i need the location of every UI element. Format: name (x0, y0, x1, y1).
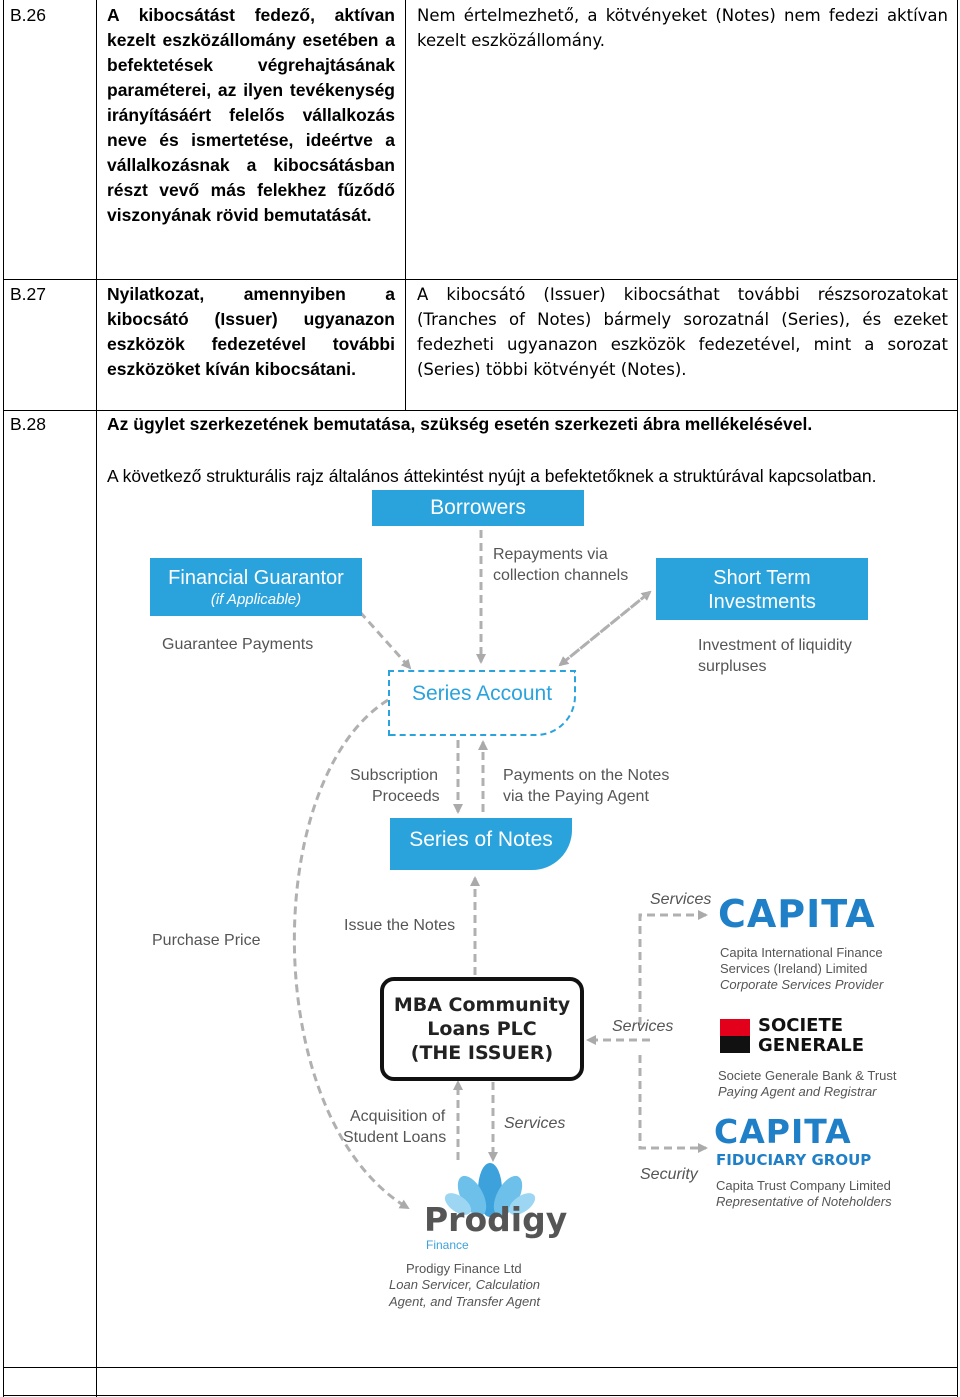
table-border-left (3, 0, 4, 1397)
row-border-2 (3, 410, 958, 411)
row-id-b28: B.28 (10, 414, 46, 434)
services-prodigy-label: Services (504, 1115, 566, 1132)
socgen-desc-line1: Societe Generale Bank & Trust (718, 1068, 897, 1083)
payments-notes-line1: Payments on the Notes (503, 767, 670, 784)
row-requirement-b26: A kibocsátást fedező, aktívan kezelt esz… (107, 5, 395, 225)
capita-desc-line1: Capita International Finance (720, 945, 883, 960)
issuer-line1: MBA Community (393, 994, 571, 1016)
row-intro-b28: A következő strukturális rajz általános … (107, 466, 877, 486)
issue-notes-label: Issue the Notes (344, 917, 456, 934)
prodigy-logo-sub: Finance (426, 1238, 469, 1252)
table-border-col2 (405, 0, 406, 410)
subscription-label-line2: Proceeds (372, 788, 440, 805)
socgen-logo-mark (720, 1019, 750, 1053)
prodigy-logo-text: Prodigy (424, 1200, 568, 1239)
subscription-label-line1: Subscription (350, 767, 439, 784)
row-requirement-b27: Nyilatkozat, amennyiben a kibocsátó (Iss… (107, 284, 395, 379)
security-label: Security (640, 1166, 698, 1183)
series-of-notes-label: Series of Notes (409, 828, 553, 851)
row-answer-b26: Nem értelmezhető, a kötvényeket (Notes) … (417, 6, 948, 50)
short-term-label-line1: Short Term (713, 567, 811, 589)
investment-liquidity-line1: Investment of liquidity (698, 637, 852, 654)
capita-fiduciary-desc-line2: Representative of Noteholders (716, 1194, 892, 1209)
series-account-box: Series Account (388, 670, 576, 736)
row-border-bottom (3, 1395, 958, 1396)
issuer-line3: (THE ISSUER) (410, 1042, 554, 1064)
purchase-price-label: Purchase Price (152, 932, 261, 949)
prodigy-flower-icon (444, 1163, 536, 1217)
financial-guarantor-box: Financial Guarantor (if Applicable) (150, 558, 362, 616)
socgen-logo-line1: SOCIETE (758, 1015, 844, 1036)
short-term-label-line2: Investments (708, 591, 816, 613)
series-account-label: Series Account (411, 682, 553, 705)
borrowers-label: Borrowers (430, 496, 526, 519)
table-border-col1 (96, 0, 97, 1397)
row-border-1 (3, 279, 958, 280)
guarantee-payments-label: Guarantee Payments (162, 636, 314, 653)
row-requirement-b28: Az ügylet szerkezetének bemutatása, szük… (107, 414, 813, 434)
capita-desc-line2: Services (Ireland) Limited (720, 961, 868, 976)
prodigy-desc-line3: Agent, and Transfer Agent (389, 1294, 541, 1309)
acquisition-line2: Student Loans (343, 1129, 447, 1146)
row-answer-b27: A kibocsátó (Issuer) kibocsáthat további… (417, 285, 948, 379)
financial-guarantor-note: (if Applicable) (210, 591, 302, 608)
short-term-investments-box: Short Term Investments (656, 558, 868, 620)
row-id-b27: B.27 (10, 284, 46, 304)
capita-logo: CAPITA (718, 892, 876, 936)
table-border-right (957, 0, 958, 1397)
repayments-label-line2: collection channels (493, 567, 629, 584)
issuer-line2: Loans PLC (427, 1018, 537, 1040)
prodigy-desc-line1: Prodigy Finance Ltd (406, 1261, 522, 1276)
socgen-logo-line2: GENERALE (758, 1035, 864, 1056)
socgen-desc-line2: Paying Agent and Registrar (718, 1084, 877, 1099)
capita-desc-line3: Corporate Services Provider (720, 977, 884, 992)
payments-notes-line2: via the Paying Agent (503, 788, 649, 805)
prodigy-desc-line2: Loan Servicer, Calculation (389, 1277, 541, 1292)
capita-fiduciary-sub: FIDUCIARY GROUP (716, 1151, 872, 1169)
financial-guarantor-label: Financial Guarantor (168, 567, 344, 589)
issuer-box: MBA Community Loans PLC (THE ISSUER) (380, 977, 584, 1081)
repayments-label-line1: Repayments via (493, 546, 608, 563)
row-id-b26: B.26 (10, 5, 46, 25)
services-socgen-label: Services (612, 1018, 674, 1035)
acquisition-line1: Acquisition of (350, 1108, 446, 1125)
capita-fiduciary-logo: CAPITA (714, 1112, 852, 1151)
services-capita-label: Services (650, 891, 712, 908)
borrowers-box: Borrowers (372, 490, 584, 526)
series-of-notes-box: Series of Notes (390, 818, 572, 870)
capita-fiduciary-desc-line1: Capita Trust Company Limited (716, 1178, 891, 1193)
investment-liquidity-line2: surpluses (698, 658, 767, 675)
row-border-3 (3, 1367, 958, 1368)
